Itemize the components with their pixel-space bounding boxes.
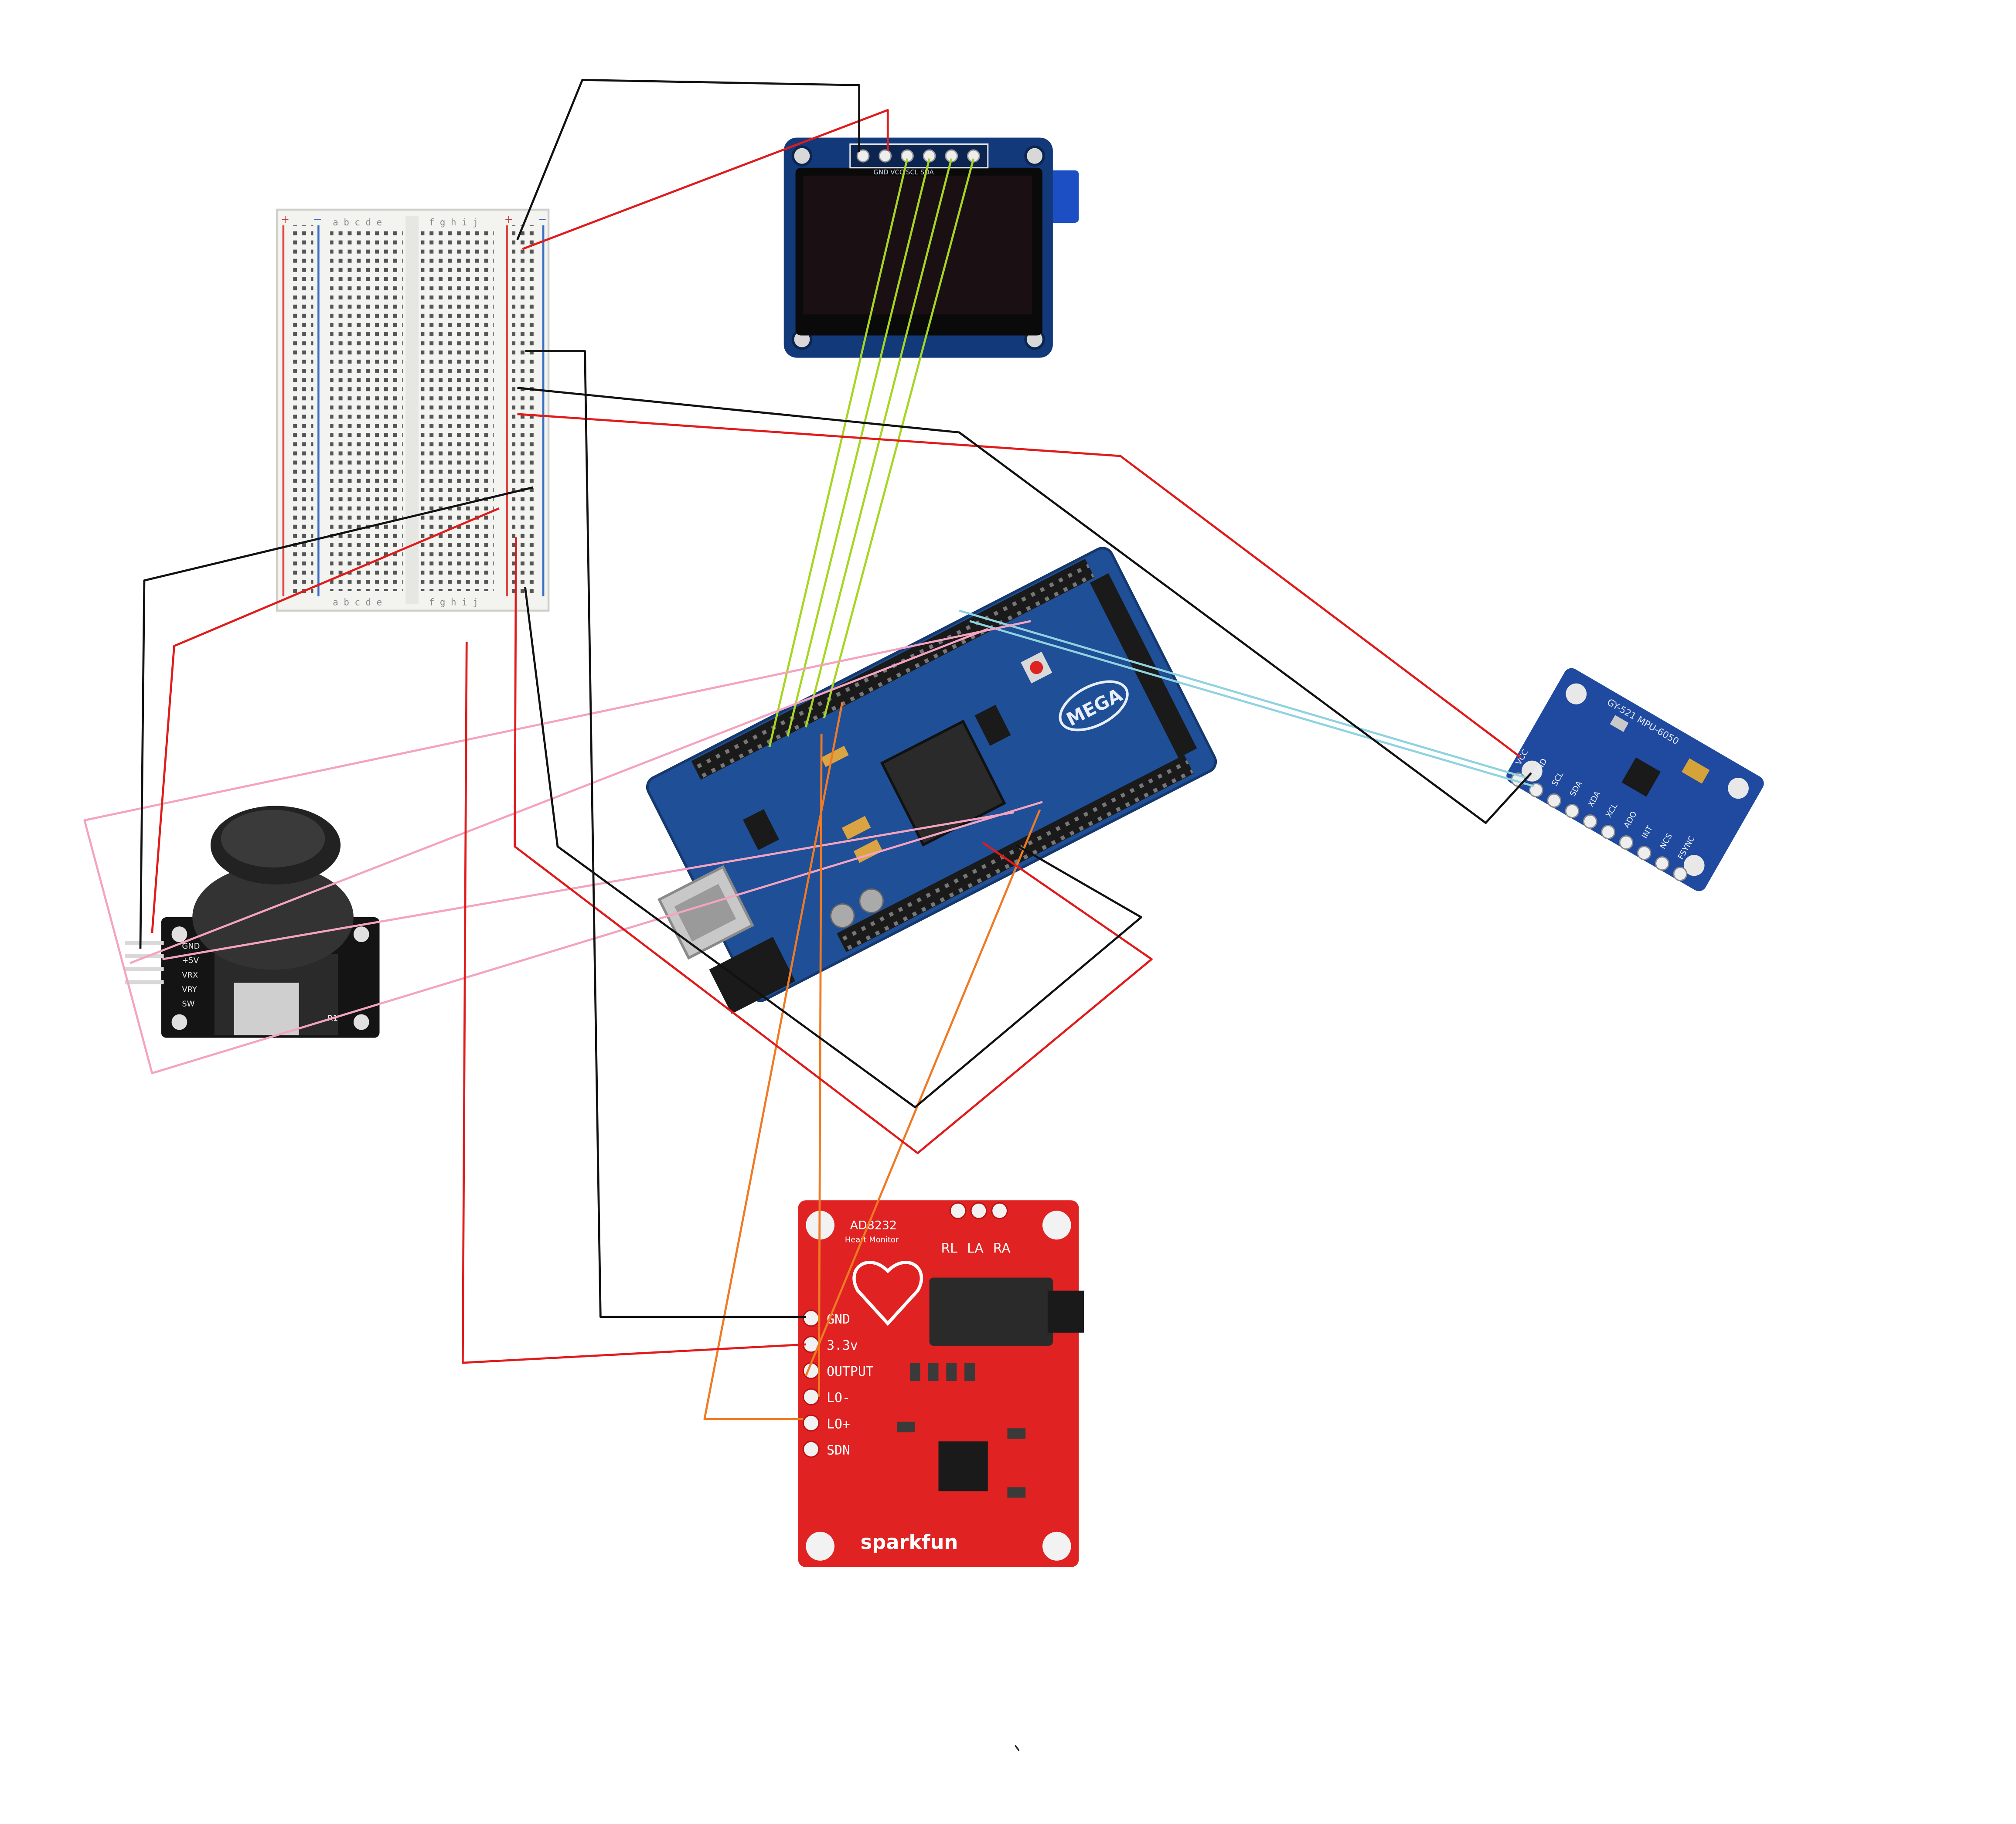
wire: [151, 507, 500, 933]
joystick-pin-5v: +5V: [182, 956, 199, 965]
breadboard-top-letters-left: a b c d e: [333, 217, 382, 228]
ecg-electrode-la: LA: [967, 1241, 984, 1256]
ecg-subtitle: Heart Monitor: [845, 1235, 899, 1244]
ecg-brand: sparkfun: [861, 1531, 958, 1554]
wire: [524, 587, 1142, 1109]
wire: [461, 642, 806, 1364]
oled-display-module: GND VCC SCL SDA: [783, 137, 1079, 358]
breadboard-minus-left: −: [313, 213, 322, 225]
joystick-pin-vry: VRY: [182, 985, 197, 994]
ecg-pin-3v3: 3.3v: [827, 1338, 858, 1353]
wires-i2c: [959, 609, 1534, 787]
breadboard-top-letters-right: f g h i j: [429, 217, 478, 228]
ecg-pin-output: OUTPUT: [827, 1364, 874, 1379]
ecg-electrode-rl: RL: [941, 1241, 957, 1256]
ecg-pin-lo-plus: LO+: [827, 1416, 850, 1432]
ecg-electrode-pads: [949, 1202, 1008, 1219]
breadboard-bottom-letters-left: a b c d e: [333, 597, 382, 608]
wire: [787, 158, 930, 737]
wire: [805, 809, 1041, 1376]
mpu6050-module: GY-521 MPU-6050 VCC GND SCL SDA XDA XCL …: [1506, 668, 1764, 892]
ecg-module: RL LA RA AD8232 Heart Monitor GND 3.3v O…: [798, 1200, 1084, 1567]
breadboard-plus-left: +: [281, 213, 289, 225]
wire: [959, 609, 1529, 779]
wire: [129, 628, 988, 964]
ecg-ic: [938, 1441, 988, 1491]
joystick-module: GND +5V VRX VRY SW R1: [125, 806, 380, 1038]
heart-icon: [852, 1261, 923, 1326]
wire: [522, 109, 889, 250]
joystick-pin-gnd: GND: [182, 942, 200, 951]
wire: [823, 158, 975, 718]
wires-power: [151, 109, 1522, 1364]
wire: [162, 811, 1014, 960]
ecg-electrode-ra: RA: [993, 1241, 1011, 1256]
wire: [516, 78, 861, 240]
breadboard: a b c d e f g h i j a b c d e f g h i j …: [276, 208, 550, 612]
wires-oled-data: [768, 158, 975, 747]
breadboard-minus-right: −: [538, 213, 547, 225]
wire: [139, 486, 533, 949]
joystick-pin-vrx: VRX: [182, 970, 198, 980]
wire: [83, 620, 1043, 1075]
wires-ecg-signal: [703, 702, 1041, 1420]
wire: [817, 734, 823, 1397]
ecg-chip-name: AD8232: [850, 1218, 897, 1232]
wire: [514, 537, 1153, 1154]
wire: [525, 350, 806, 1318]
ecg-pin-lo-minus: LO-: [827, 1390, 850, 1405]
breadboard-bottom-letters-right: f g h i j: [429, 597, 478, 608]
wire: [517, 413, 1522, 759]
ecg-pin-row: [802, 1310, 820, 1458]
ecg-pin-sdn: SDN: [827, 1443, 850, 1458]
wires-joystick-signal: [83, 620, 1043, 1075]
wires-ground: [139, 78, 1532, 1318]
wire: [517, 387, 1532, 824]
stray-mark: [1014, 1745, 1020, 1751]
joystick-pin-sw: SW: [182, 999, 194, 1008]
wire: [969, 620, 1534, 787]
arduino-mega-board: MEGA: [646, 547, 1217, 1014]
wire: [768, 158, 909, 747]
wire: [703, 702, 844, 1420]
wires: [83, 78, 1534, 1420]
wire: [805, 158, 953, 728]
breadboard-plus-right: +: [504, 213, 513, 225]
